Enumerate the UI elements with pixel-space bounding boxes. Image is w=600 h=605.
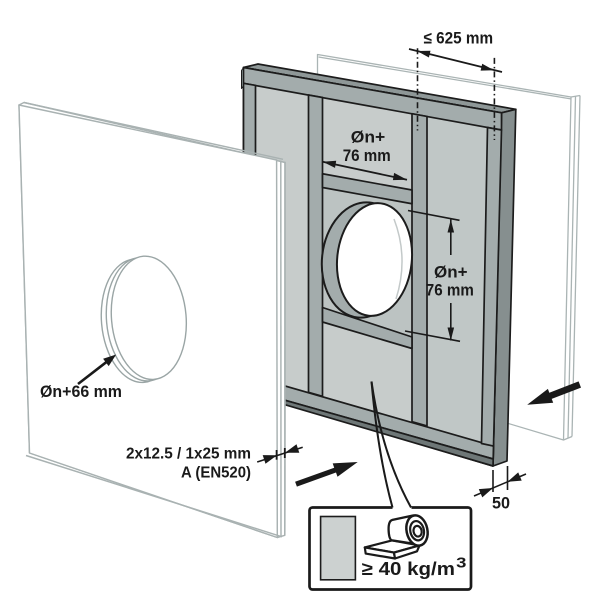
svg-text:Øn+: Øn+ (434, 264, 468, 282)
svg-text:50: 50 (492, 495, 510, 513)
svg-text:76 mm: 76 mm (426, 282, 474, 300)
svg-text:Øn+66 mm: Øn+66 mm (40, 383, 122, 401)
svg-text:Øn+: Øn+ (351, 129, 386, 147)
svg-text:≤ 625 mm: ≤ 625 mm (424, 29, 494, 48)
svg-text:A (EN520): A (EN520) (181, 465, 251, 482)
svg-text:2x12.5 / 1x25 mm: 2x12.5 / 1x25 mm (126, 446, 251, 463)
svg-text:3: 3 (456, 556, 466, 572)
svg-text:≥ 40 kg/m: ≥ 40 kg/m (362, 558, 455, 579)
svg-text:76 mm: 76 mm (343, 147, 391, 165)
